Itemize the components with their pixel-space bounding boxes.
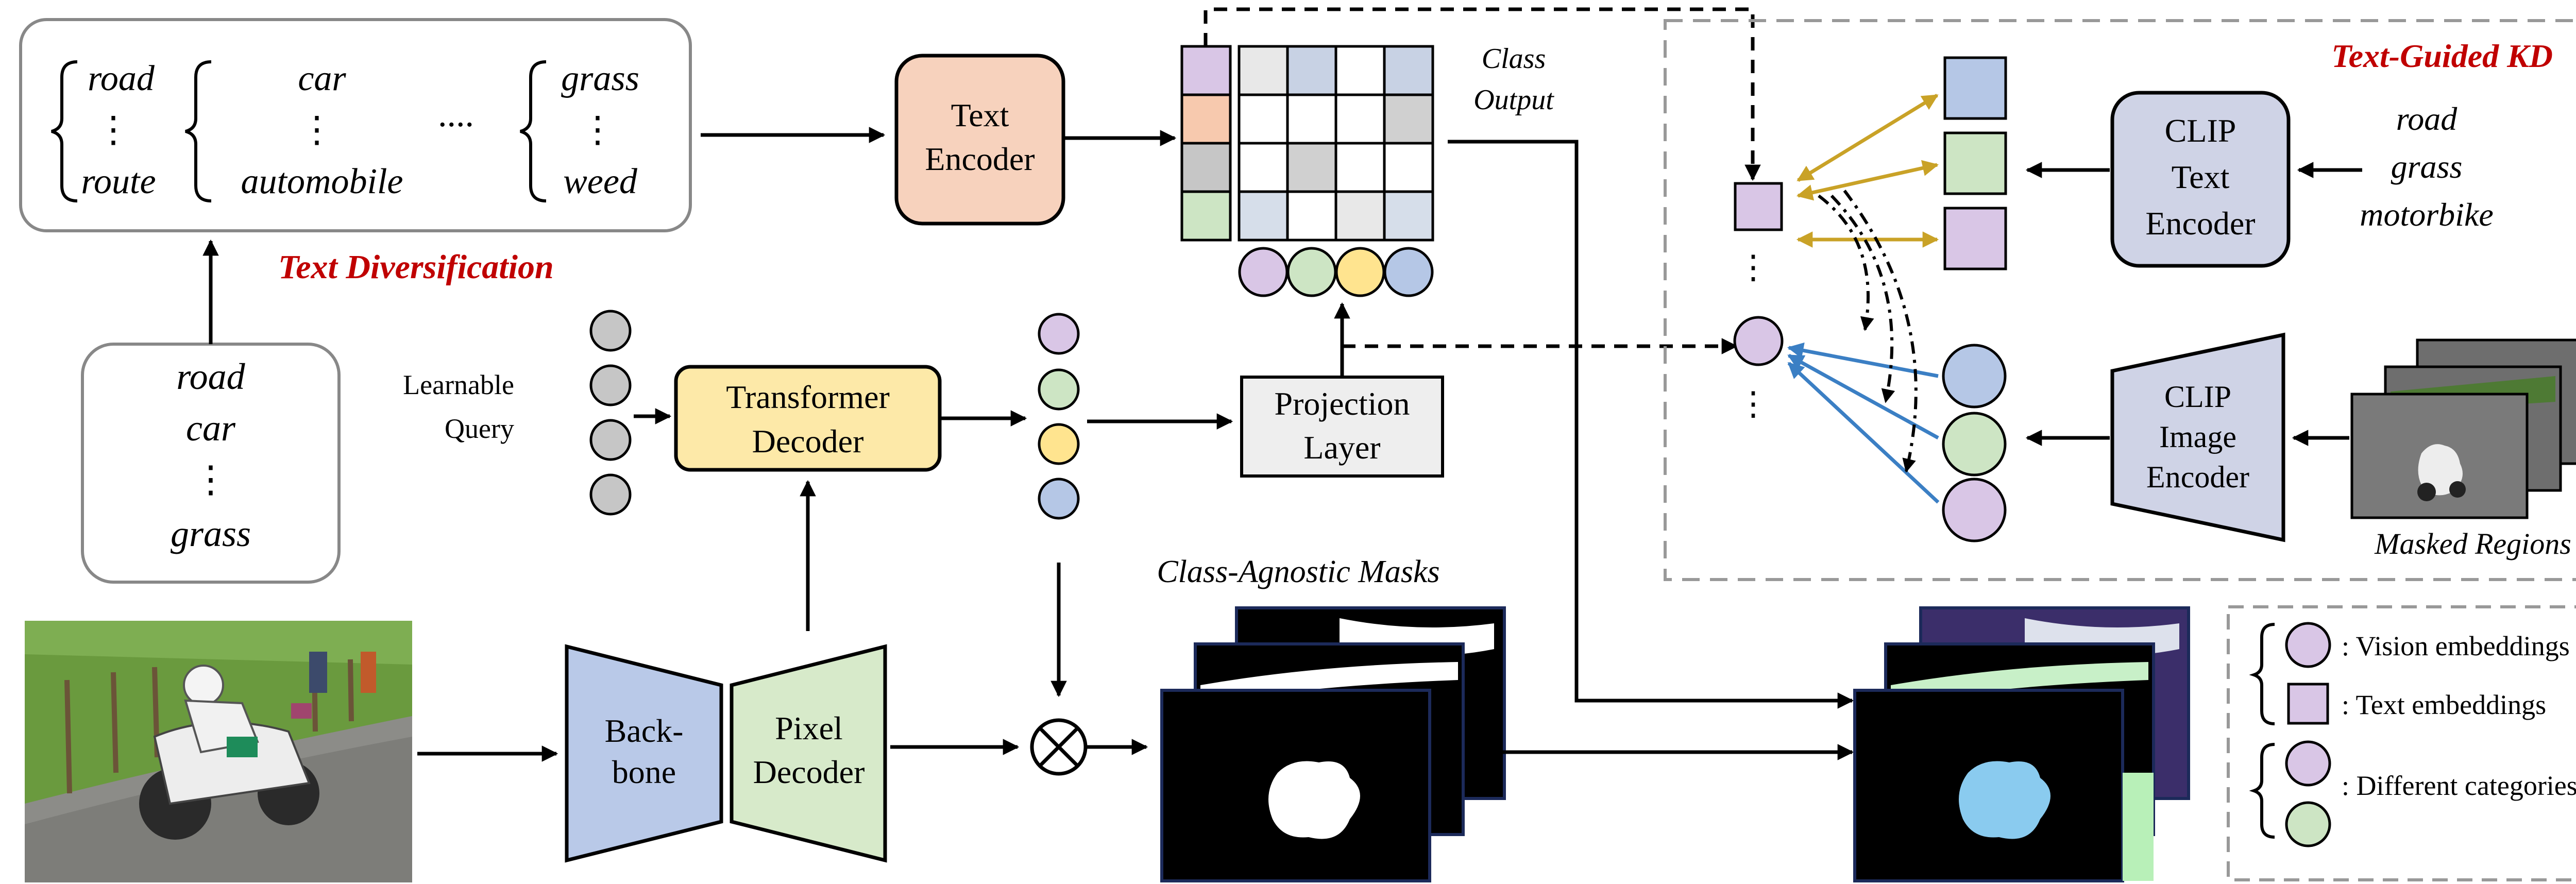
legend-category-green-icon: [2285, 801, 2331, 847]
arrow-class-output-to-result: [1448, 140, 1854, 709]
class-agnostic-masks-stack: [1160, 606, 1506, 882]
segmentation-result-stack: [1853, 606, 2190, 882]
projection-layer-block: Projection Layer: [1240, 376, 1444, 478]
learnable-query-circles: [589, 310, 632, 516]
dashed-arrow-text-to-kd: [1204, 7, 1761, 181]
learnable-query-line1: Learnable: [403, 369, 514, 400]
projection-layer-line2: Layer: [1303, 429, 1380, 466]
text-encoder-line2: Encoder: [925, 141, 1035, 177]
kd-vision-embedding-circle: [1733, 316, 1784, 366]
class-list-grass: grass: [171, 513, 251, 554]
transformer-decoder-line1: Transformer: [726, 379, 890, 415]
clip-text-line1: CLIP: [2165, 112, 2236, 149]
group-road-top: road: [88, 59, 155, 98]
legend-vision-icon: [2285, 622, 2331, 668]
class-list-car: car: [186, 407, 236, 449]
pixel-decoder-line1: Pixel: [775, 710, 843, 746]
class-list-dots: ⋮: [192, 459, 229, 500]
class-embedding-circles: [1238, 247, 1434, 297]
class-list-box: road car ⋮ grass: [81, 343, 341, 584]
clip-image-line2: Image: [2159, 420, 2236, 454]
clip-image-line1: CLIP: [2164, 380, 2231, 414]
gold-contrastive-arrows: [1796, 94, 1939, 248]
legend: : Vision embeddings : Text embeddings : …: [2227, 605, 2576, 881]
backbone-line2: bone: [612, 754, 676, 790]
blue-distillation-arrows: [1787, 342, 1940, 504]
input-image: [25, 621, 412, 882]
kd-dots-upper: ⋮: [1737, 249, 1770, 285]
clip-image-line3: Encoder: [2146, 460, 2249, 494]
legend-category-purple-icon: [2285, 740, 2331, 787]
group3-vertical-dots: ⋮: [580, 110, 616, 150]
group1-vertical-dots: ⋮: [95, 110, 131, 150]
groups-ellipsis: ....: [438, 95, 474, 134]
clip-image-encoder-block: CLIP Image Encoder: [2110, 332, 2285, 542]
similarity-matrix: [1238, 45, 1434, 242]
transformer-decoder-line2: Decoder: [752, 423, 864, 460]
text-diversification-box: road ⋮ route car ⋮ automobile .... grass…: [19, 18, 692, 232]
group-grass-top: grass: [561, 59, 639, 98]
kd-dots-lower: ⋮: [1737, 385, 1770, 422]
backbone-block: Back- bone: [565, 644, 723, 863]
class-output-line2: Output: [1473, 84, 1554, 116]
matching-dashdot-arrows: [1818, 190, 1918, 473]
kd-word-grass: grass: [2391, 148, 2463, 185]
text-diversification-title: Text Diversification: [278, 248, 554, 286]
masked-regions-label: Masked Regions: [2374, 527, 2571, 560]
learnable-query-line2: Query: [445, 413, 514, 444]
class-list-road: road: [176, 356, 245, 397]
legend-vision-label: : Vision embeddings: [2342, 631, 2570, 661]
kd-word-motorbike: motorbike: [2360, 196, 2494, 233]
group2-vertical-dots: ⋮: [299, 110, 335, 150]
masks-title: Class-Agnostic Masks: [1157, 554, 1439, 589]
group-route-bottom: route: [81, 162, 156, 201]
text-encoder-line1: Text: [951, 97, 1009, 133]
clip-image-embedding-circles: [1942, 344, 2007, 542]
group-automobile-bottom: automobile: [241, 162, 403, 201]
kd-word-road: road: [2396, 100, 2458, 137]
legend-text-label: : Text embeddings: [2342, 689, 2546, 720]
clip-text-embedding-squares: [1943, 56, 2007, 270]
kd-text-embedding-square: [1734, 182, 1783, 231]
legend-text-icon: [2287, 683, 2329, 725]
class-output-line1: Class: [1482, 43, 1546, 75]
group-car-top: car: [298, 59, 346, 98]
transformer-decoder-block: Transformer Decoder: [674, 365, 942, 472]
legend-categories-label: : Different categories: [2342, 770, 2576, 801]
text-embedding-column: [1180, 45, 1232, 242]
clip-text-line3: Encoder: [2145, 205, 2255, 242]
clip-text-line2: Text: [2172, 159, 2230, 195]
kd-dashed-box: [1664, 19, 2576, 581]
clip-text-encoder-block: CLIP Text Encoder: [2110, 91, 2291, 268]
output-query-circles: [1038, 313, 1080, 520]
group-weed-bottom: weed: [563, 162, 638, 201]
projection-layer-line1: Projection: [1274, 385, 1410, 422]
pixel-decoder-block: Pixel Decoder: [730, 644, 887, 863]
text-encoder-block: Text Encoder: [894, 54, 1065, 226]
pixel-decoder-line2: Decoder: [753, 754, 865, 790]
kd-title: Text-Guided KD: [2331, 38, 2553, 74]
masked-regions-stack: [2350, 338, 2576, 519]
backbone-line1: Back-: [605, 712, 684, 749]
multiply-operator: [1030, 718, 1088, 776]
